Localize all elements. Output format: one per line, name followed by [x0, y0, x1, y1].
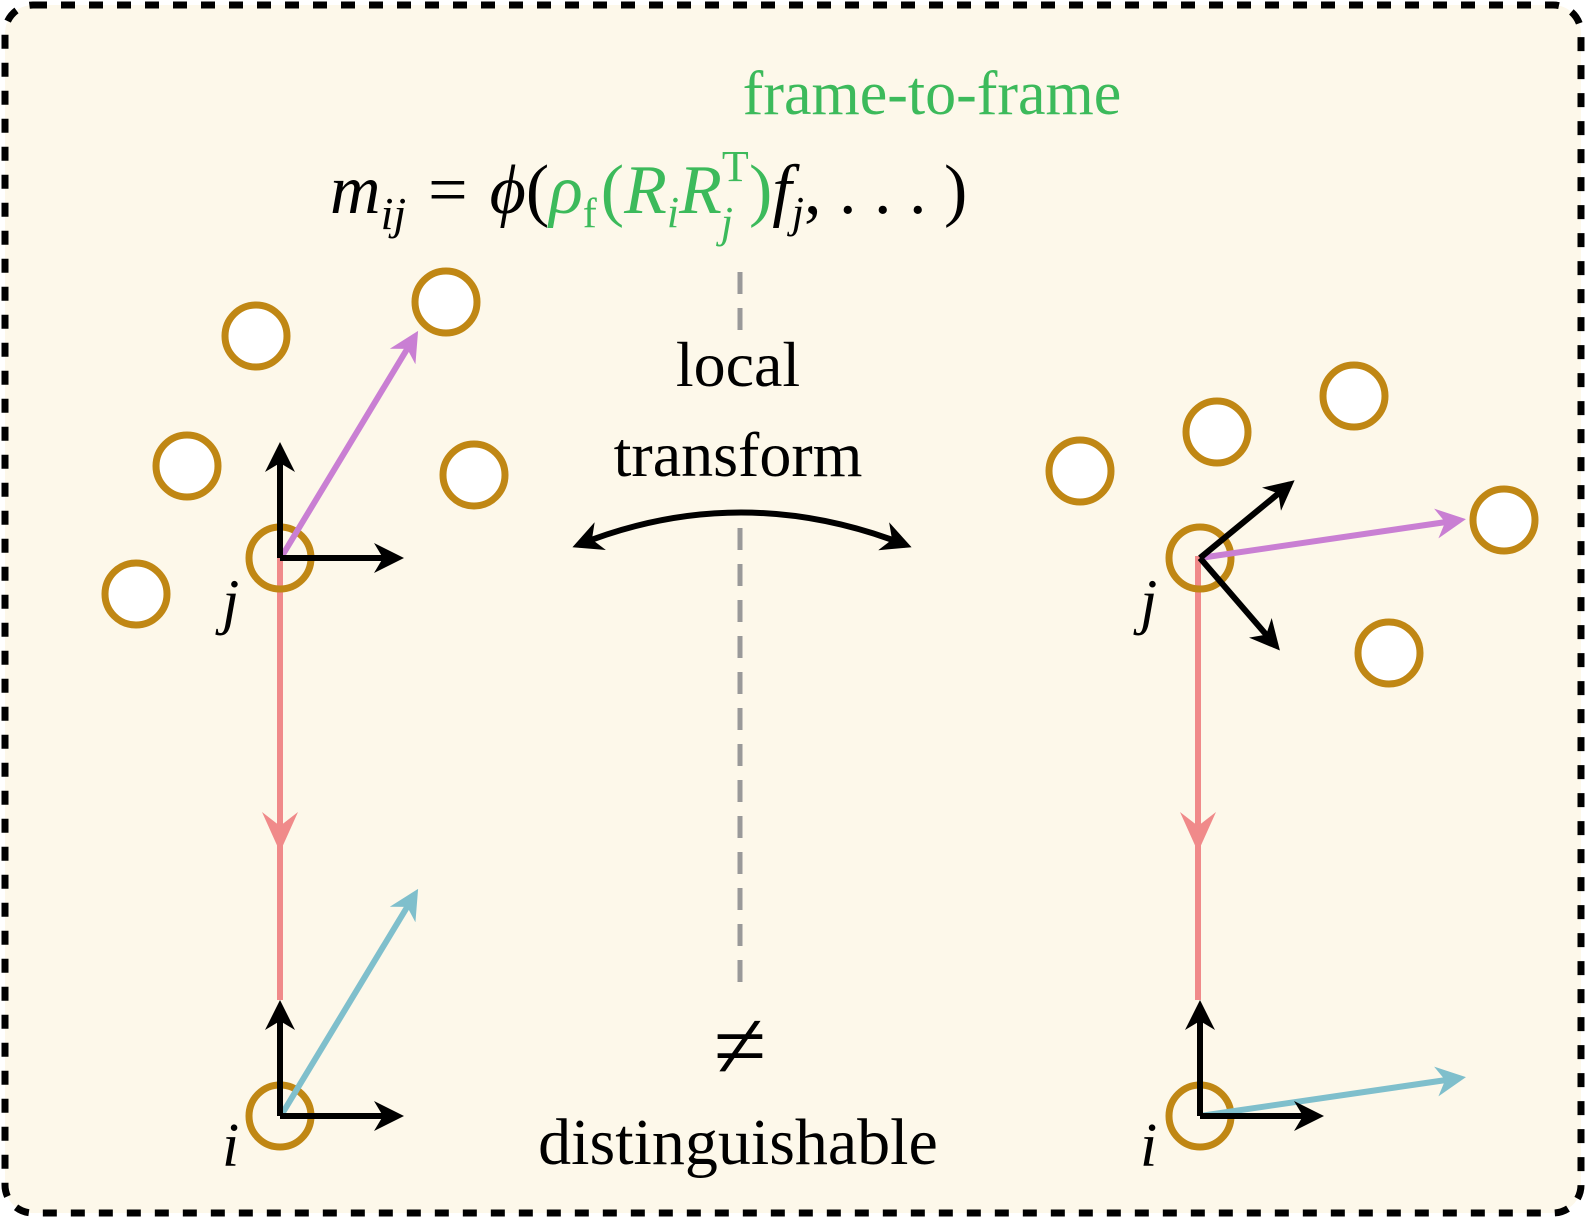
left-neighbor-feature-vector: [279, 330, 419, 558]
right-neighbor-node: [1354, 618, 1424, 688]
not-equal-symbol: ≠: [714, 992, 767, 1099]
left-neighbor-node: [101, 559, 171, 629]
right-neighbor-feature-vector: [1199, 508, 1466, 561]
local-transform-arrow: [572, 509, 912, 551]
right-label-i: i: [1140, 1112, 1157, 1180]
left-edge-arrowhead: [262, 812, 298, 852]
formula-rho: ρ: [547, 152, 583, 229]
right-self-feature-vector: [1199, 1066, 1466, 1119]
local-label: local: [676, 329, 800, 400]
formula-Ri: R: [623, 152, 667, 229]
left-neighbor-node: [411, 267, 481, 337]
formula-m: m: [330, 152, 381, 229]
formula-close2: ): [749, 152, 772, 229]
right-neighbor-node: [1319, 361, 1389, 431]
formula-phi: ϕ: [490, 152, 526, 229]
right-neighbor-node: [1469, 485, 1539, 555]
distinguishable-label: distinguishable: [538, 1106, 938, 1179]
right-neighbor-node: [1182, 397, 1252, 467]
formula-eq: =: [428, 152, 467, 229]
formula-rho-sub: f: [583, 191, 597, 237]
right-frame-j-axis-b: [1197, 556, 1280, 651]
formula-Ri-sub: i: [667, 188, 679, 237]
left-neighbor-node: [152, 431, 222, 501]
right-graph: j i: [1045, 361, 1539, 1180]
left-neighbor-node: [439, 440, 509, 510]
left-neighbor-node: [221, 301, 291, 371]
left-label-i: i: [222, 1112, 239, 1180]
formula-open2: (: [601, 152, 624, 229]
transform-label: transform: [614, 419, 863, 490]
formula-tail: , . . . ): [804, 152, 967, 229]
formula-Rj: R: [678, 152, 722, 229]
formula-open: (: [526, 152, 549, 229]
right-neighbor-node: [1045, 436, 1115, 506]
right-node-j: [1165, 523, 1235, 593]
frame-to-frame-label: frame-to-frame: [743, 60, 1122, 128]
left-self-feature-vector: [279, 888, 419, 1116]
formula-m-sub: ij: [381, 188, 407, 239]
formula-Rj-sub: j: [716, 198, 733, 247]
formula-f-sub: j: [787, 188, 804, 237]
right-edge-arrowhead: [1180, 812, 1216, 852]
formula-Rj-sup: T: [722, 142, 749, 191]
right-frame-j-axis-a: [1198, 480, 1295, 561]
